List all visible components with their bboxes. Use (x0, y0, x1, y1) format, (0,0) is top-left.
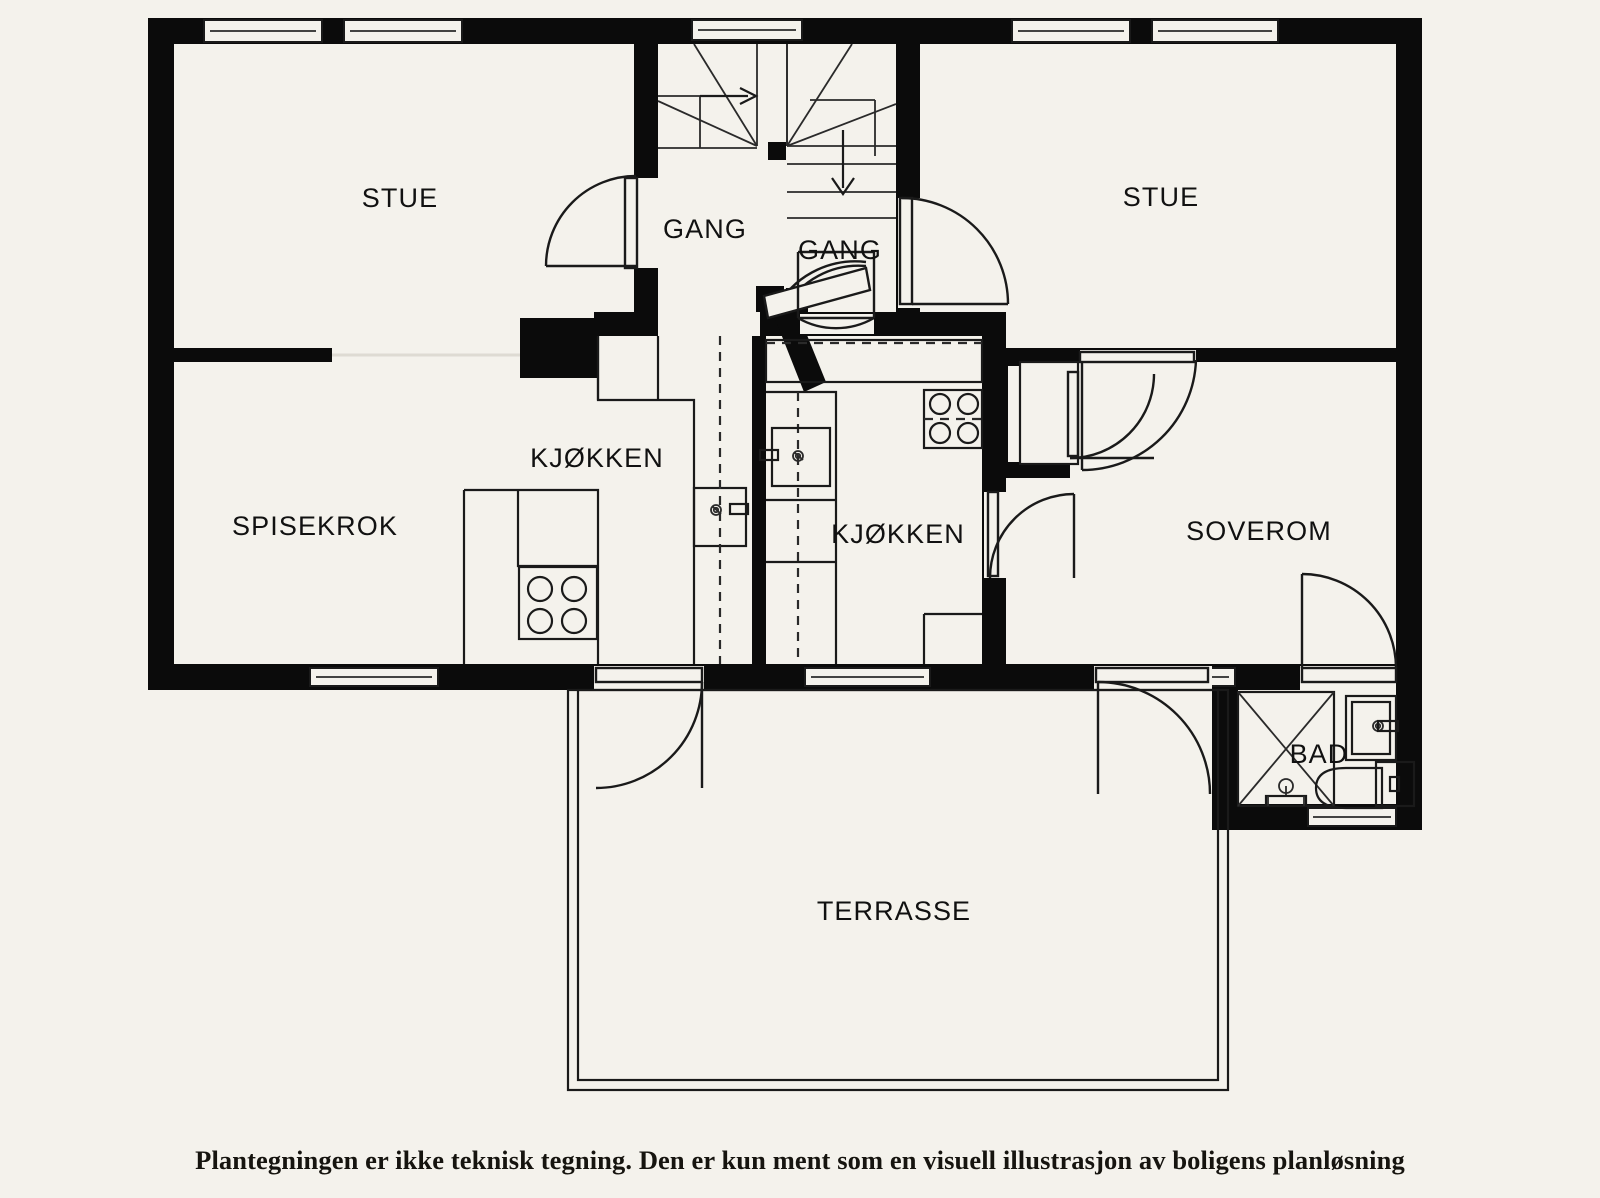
bad-fixtures (1236, 690, 1416, 810)
sink-bad (1344, 694, 1400, 762)
terrasse-outline (566, 688, 1230, 1092)
room-label-kjokken-left: KJØKKEN (530, 443, 664, 473)
room-label-kjokken-right: KJØKKEN (831, 519, 965, 549)
toilet-bad (1314, 766, 1384, 810)
stair-main (657, 43, 897, 219)
kjokken-right-fixtures (758, 338, 984, 664)
room-label-spisekrok: SPISEKROK (232, 511, 398, 541)
room-label-stue-left: STUE (362, 183, 438, 213)
room-label-gang-right: GANG (798, 235, 882, 265)
shower-bad (1236, 690, 1336, 808)
sink-kjokken-right (758, 426, 832, 488)
kjokken-left-fixtures (462, 336, 750, 664)
room-label-terrasse: TERRASSE (817, 896, 971, 926)
disclaimer-caption: Plantegningen er ikke teknisk tegning. D… (195, 1145, 1405, 1175)
room-label-stue-right: STUE (1123, 182, 1199, 212)
room-label-soverom: SOVEROM (1186, 516, 1332, 546)
windows-top (203, 19, 1279, 43)
stove-kjokken-left (517, 565, 599, 641)
room-label-bad: BAD (1290, 739, 1349, 769)
door-swings (544, 174, 1398, 795)
soverom-closet (1018, 360, 1080, 466)
stove-kjokken-right (922, 388, 984, 450)
washer-bad (1374, 760, 1416, 808)
room-label-gang-left: GANG (663, 214, 747, 244)
